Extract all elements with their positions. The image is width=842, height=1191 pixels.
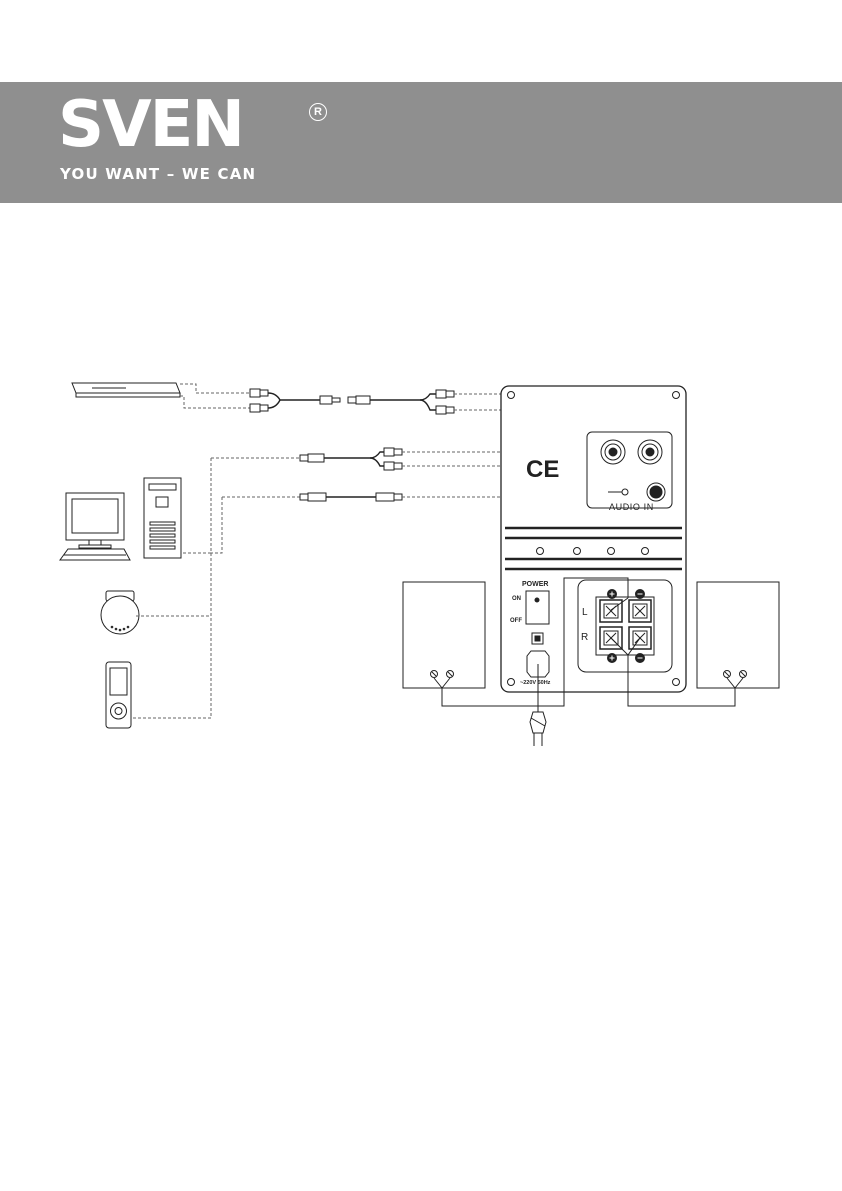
- subwoofer-rear-panel: [500, 385, 687, 693]
- terminal-l-minus: [628, 599, 652, 623]
- speaker-terminals-block: [577, 579, 673, 673]
- audio-input-block: [586, 431, 673, 509]
- left-satellite-speaker: [402, 581, 486, 689]
- vent-slots: [505, 526, 682, 571]
- speaker-wires: [433, 577, 744, 707]
- mains-rating-label: ~220V 50Hz: [520, 680, 551, 686]
- header-banner: [0, 82, 842, 203]
- fuse-icon: [531, 632, 544, 645]
- power-plug-icon: [529, 664, 547, 746]
- registered-mark: R: [309, 103, 327, 121]
- right-channel-label: R: [581, 632, 588, 643]
- on-label: ON: [512, 596, 521, 602]
- power-switch: [525, 590, 550, 625]
- off-label: OFF: [510, 618, 522, 624]
- rca-cable-dvd: [249, 388, 455, 415]
- rca-jack-right: [637, 439, 663, 465]
- jack-rca-cable: [299, 447, 403, 471]
- right-satellite-speaker: [696, 581, 780, 689]
- pc-monitor-icon: [59, 492, 131, 561]
- left-channel-label: L: [582, 607, 588, 618]
- brand-logo: SVEN: [58, 88, 245, 162]
- terminal-l-plus: [599, 599, 623, 623]
- cd-player-icon: [100, 590, 140, 635]
- brand-slogan: YOU WANT – WE CAN: [60, 165, 257, 183]
- audio-in-label: AUDIO IN: [609, 502, 654, 512]
- dvd-player-icon: [71, 382, 181, 398]
- rca-jack-left: [600, 439, 626, 465]
- mains-socket: [526, 650, 550, 678]
- power-label: POWER: [522, 581, 548, 588]
- jack-jack-cable: [299, 492, 403, 502]
- pc-tower-icon: [143, 477, 182, 559]
- ce-mark: CE: [526, 456, 559, 483]
- mp3-player-icon: [105, 661, 132, 729]
- jack-input: [608, 482, 666, 502]
